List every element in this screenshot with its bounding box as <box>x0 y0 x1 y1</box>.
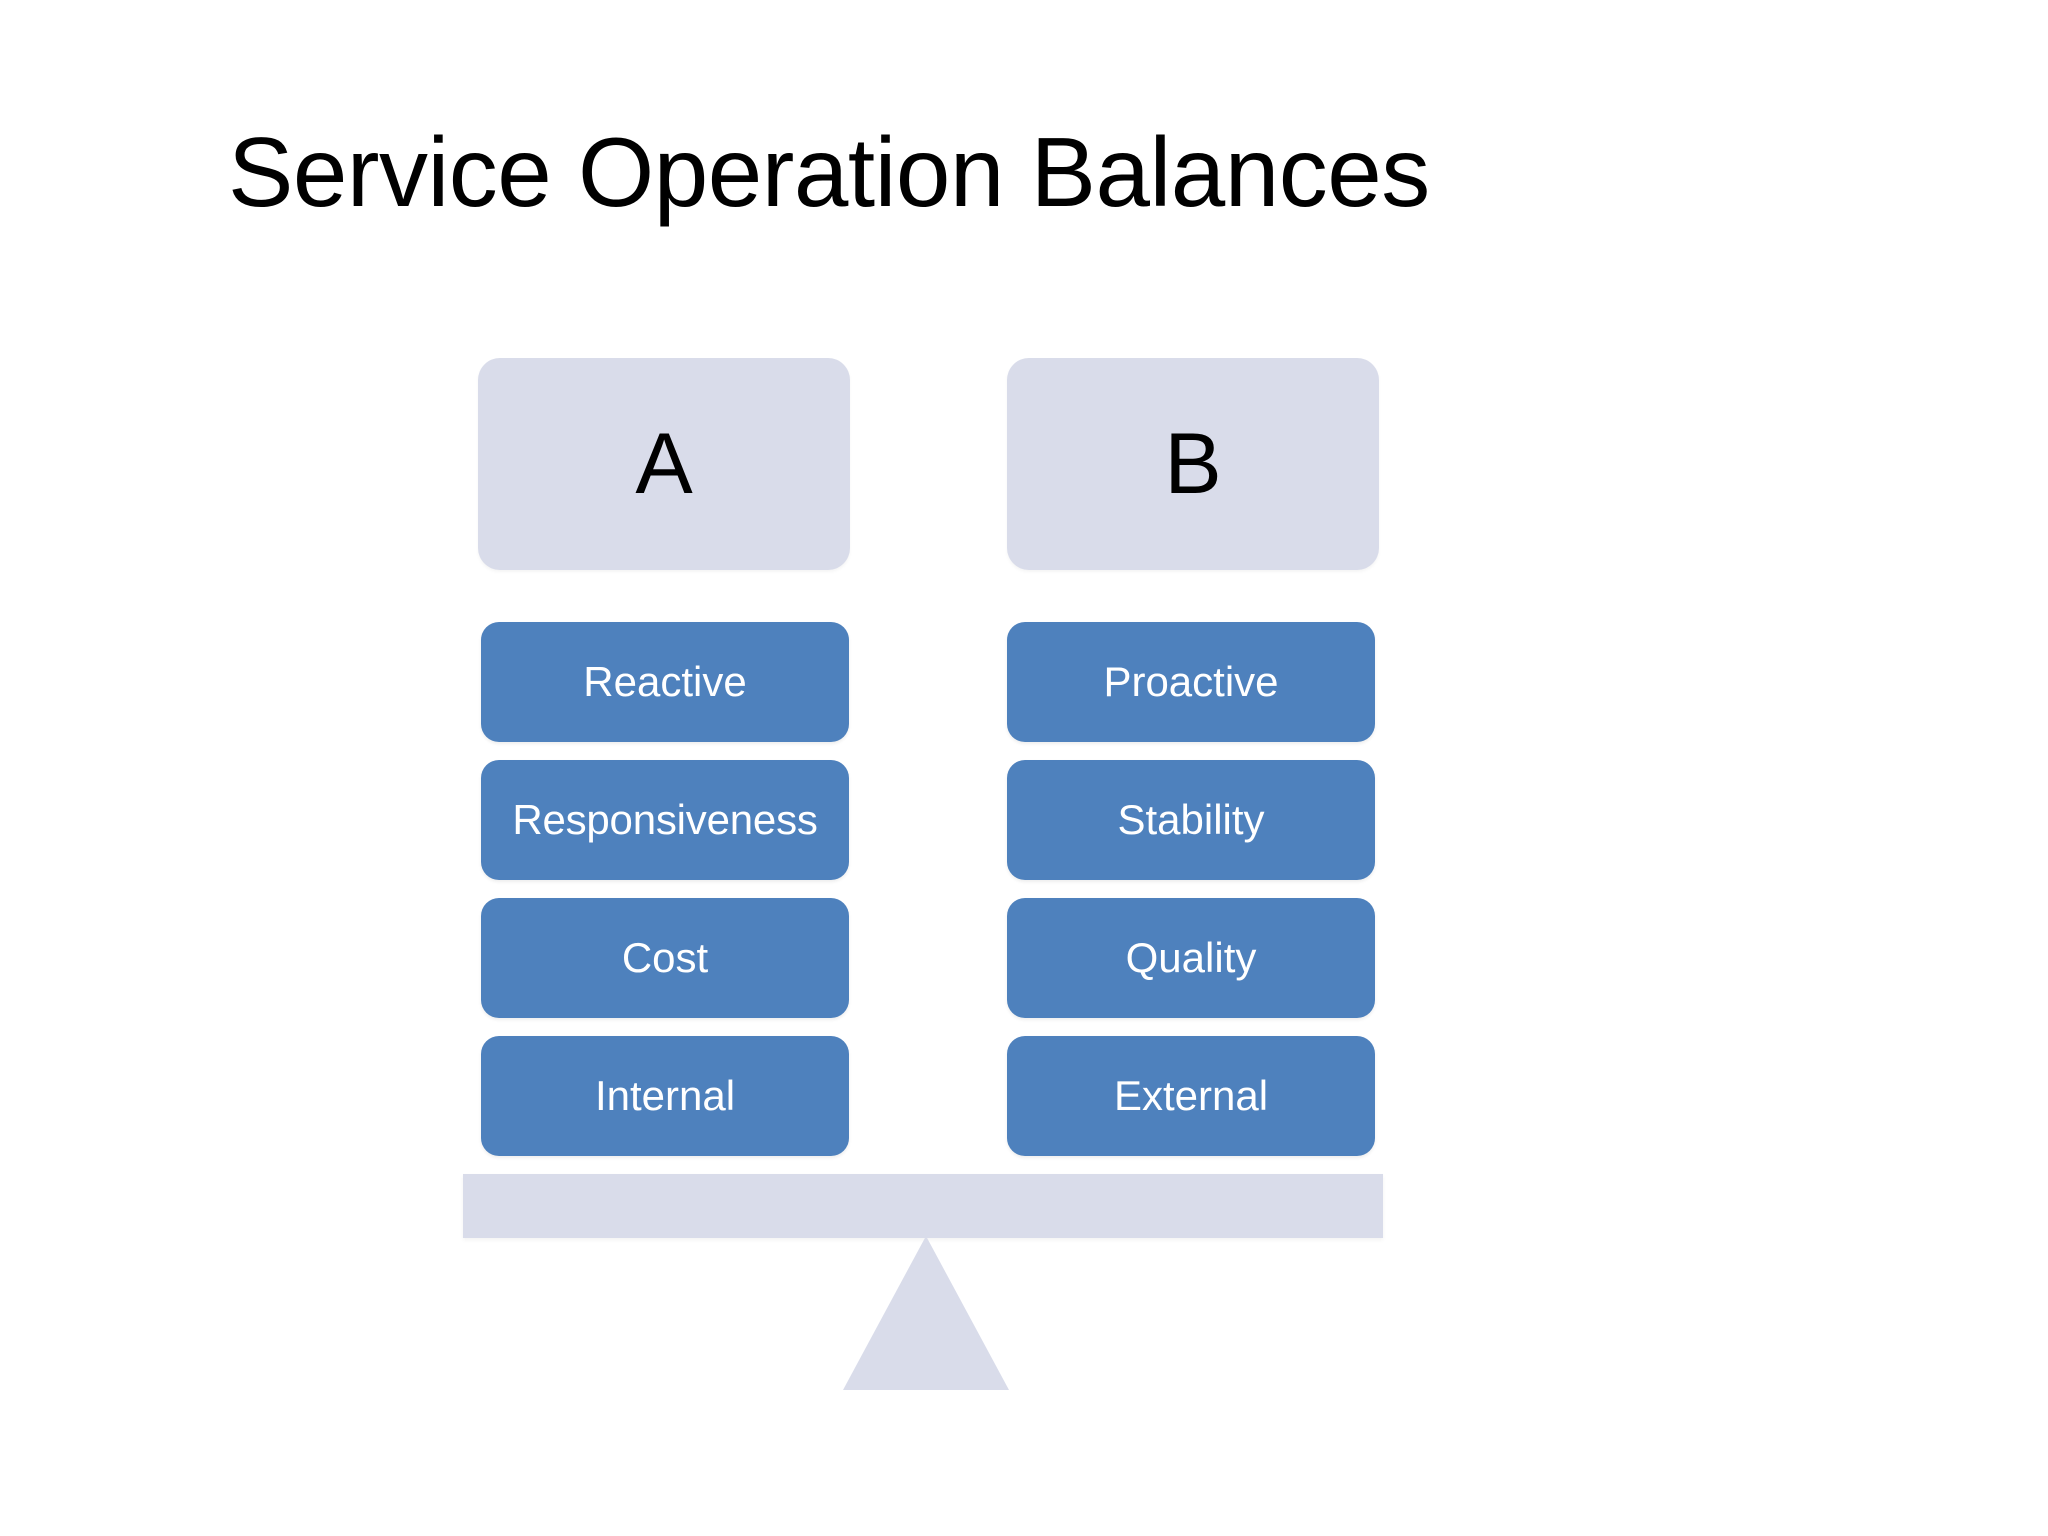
attribute-label-reactive: Reactive <box>583 658 747 705</box>
page-title: Service Operation Balances <box>228 117 1430 227</box>
attribute-card-external[interactable]: External <box>1007 1036 1375 1156</box>
column-header-label-b: B <box>1164 416 1222 512</box>
attribute-label-internal: Internal <box>594 1072 736 1119</box>
column-header-label-a: A <box>635 416 693 512</box>
attribute-card-internal[interactable]: Internal <box>481 1036 849 1156</box>
attribute-card-proactive[interactable]: Proactive <box>1007 622 1375 742</box>
fulcrum-triangle-icon <box>843 1236 1009 1390</box>
attribute-label-proactive: Proactive <box>1103 658 1279 705</box>
attribute-card-cost[interactable]: Cost <box>481 898 849 1018</box>
attribute-stack-b: Proactive Stability Quality External <box>1007 622 1375 1156</box>
attribute-label-stability: Stability <box>1117 796 1265 843</box>
attribute-label-external: External <box>1113 1072 1269 1119</box>
attribute-card-stability[interactable]: Stability <box>1007 760 1375 880</box>
attribute-label-quality: Quality <box>1125 934 1257 981</box>
attribute-label-cost: Cost <box>621 934 709 981</box>
attribute-label-responsiveness: Responsiveness <box>512 796 818 843</box>
attribute-stack-a: Reactive Responsiveness Cost Internal <box>481 622 849 1156</box>
attribute-card-reactive[interactable]: Reactive <box>481 622 849 742</box>
balance-beam <box>463 1174 1383 1238</box>
column-header-card-b[interactable]: B <box>1007 358 1379 570</box>
attribute-card-quality[interactable]: Quality <box>1007 898 1375 1018</box>
column-header-card-a[interactable]: A <box>478 358 850 570</box>
attribute-card-responsiveness[interactable]: Responsiveness <box>481 760 849 880</box>
